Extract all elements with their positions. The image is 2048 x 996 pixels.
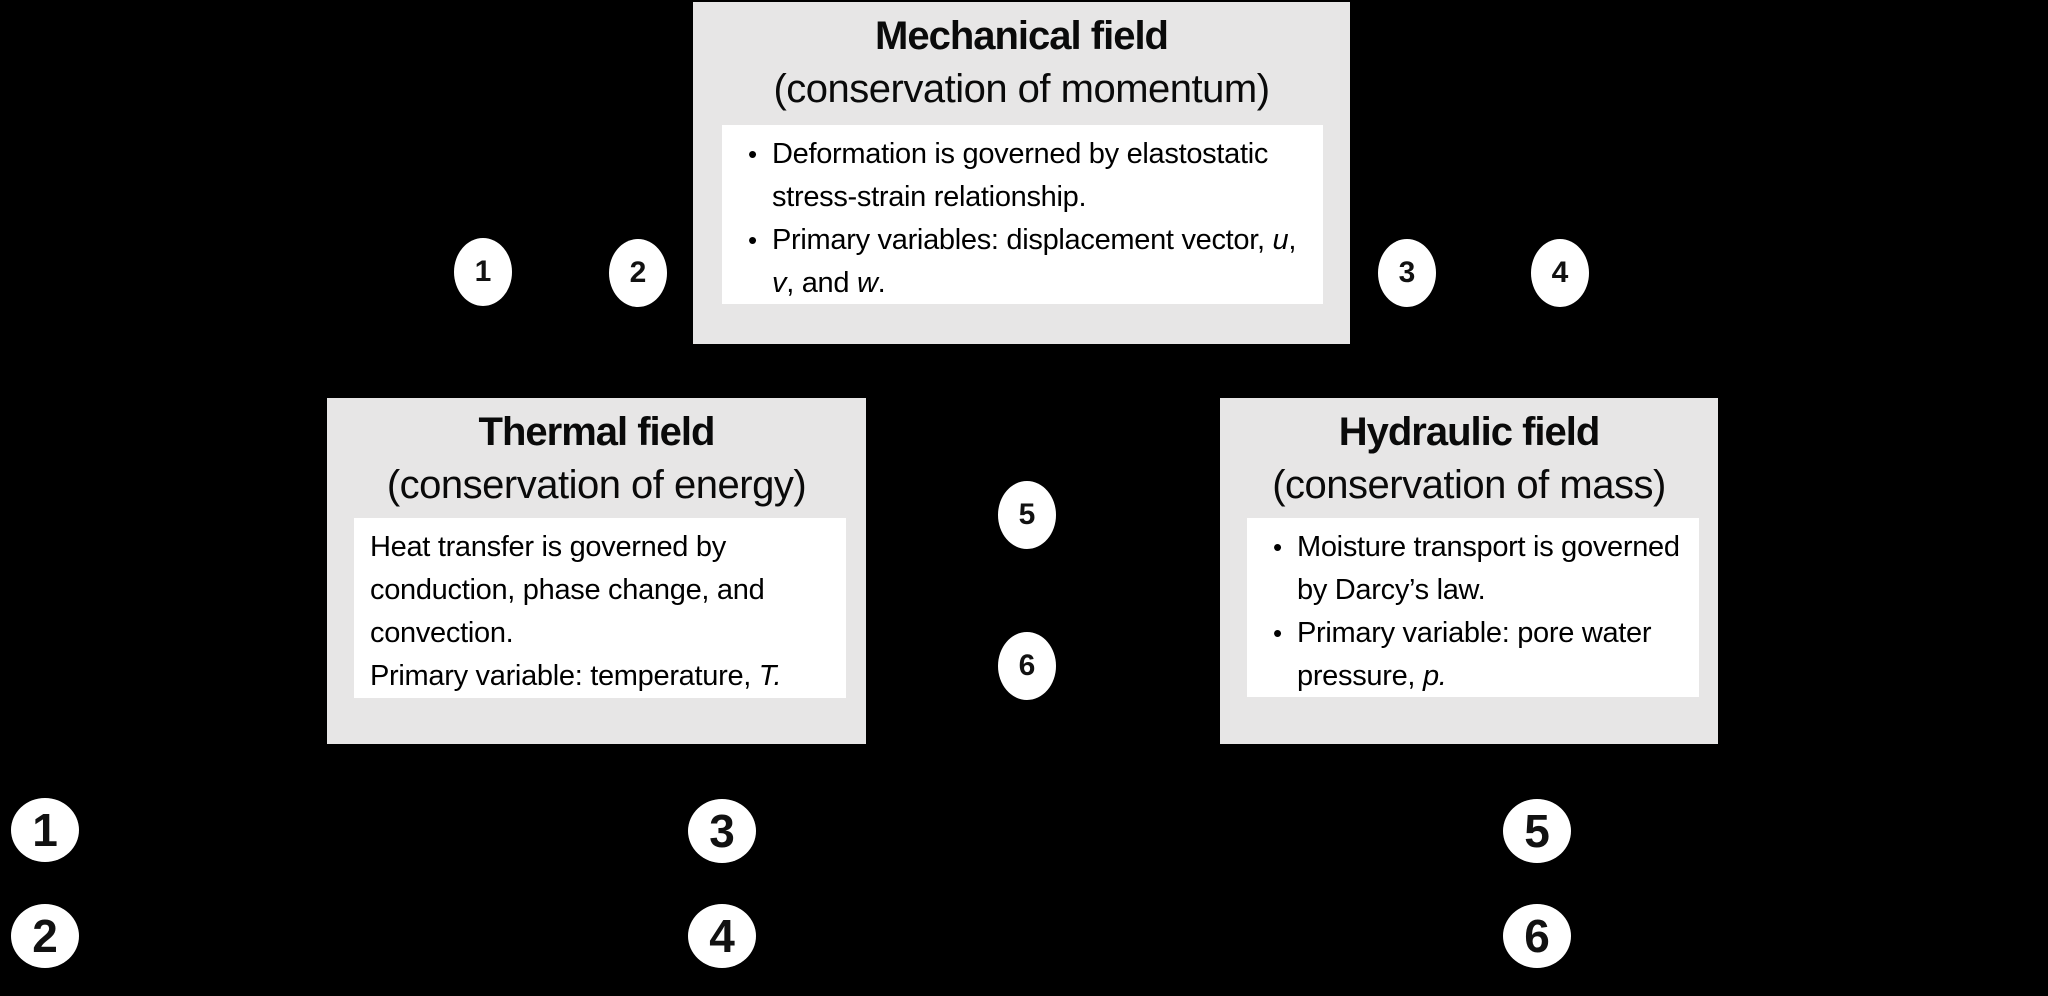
panel-title: Hydraulic field	[1338, 410, 1601, 454]
panel-subtitle: (conservation of energy)	[386, 463, 807, 507]
panel-title: Thermal field	[478, 410, 716, 454]
connector-marker-4: 4	[1531, 239, 1589, 307]
content-line: • Primary variables: displacement vector,…	[738, 219, 1317, 305]
content-line: Heat transfer is governed by conduction,…	[370, 526, 840, 655]
content-text: Deformation is governed by elastostatic …	[772, 138, 1269, 213]
content-text: Heat transfer is governed by conduction,…	[370, 531, 765, 649]
legend-marker-4: 4	[688, 904, 756, 968]
connector-marker-1: 1	[454, 238, 512, 306]
panel-title: Mechanical field	[875, 14, 1169, 58]
bullet-icon: •	[748, 225, 757, 255]
bullet-icon: •	[1273, 532, 1282, 562]
content-line: • Deformation is governed by elastostatic…	[738, 133, 1317, 219]
connector-marker-3: 3	[1378, 239, 1436, 307]
content-line: • Primary variable: pore water pressure, …	[1263, 612, 1693, 698]
connector-marker-6: 6	[998, 632, 1056, 700]
panel-subtitle: (conservation of momentum)	[773, 67, 1270, 111]
bullet-icon: •	[1273, 618, 1282, 648]
legend-marker-6: 6	[1503, 904, 1571, 968]
content-text: Moisture transport is governed by Darcy’…	[1297, 531, 1680, 606]
legend-marker-2: 2	[11, 904, 79, 968]
content-line: Primary variable: temperature, T.	[370, 655, 840, 698]
panel-thermal-field: Thermal field (conservation of energy) H…	[327, 398, 866, 744]
legend-marker-3: 3	[688, 799, 756, 863]
panel-mechanical-field: Mechanical field (conservation of moment…	[693, 2, 1350, 344]
content-text: Primary variable: pore water pressure, p…	[1297, 617, 1652, 692]
content-text: Primary variables: displacement vector, …	[772, 224, 1297, 299]
legend-marker-5: 5	[1503, 799, 1571, 863]
legend-marker-1: 1	[11, 798, 79, 862]
panel-subtitle: (conservation of mass)	[1272, 463, 1666, 507]
content-text: Primary variable: temperature, T.	[370, 660, 782, 692]
connector-marker-5: 5	[998, 481, 1056, 549]
content-line: • Moisture transport is governed by Darcy…	[1263, 526, 1693, 612]
panel-content: • Deformation is governed by elastostatic…	[722, 125, 1323, 304]
connector-marker-2: 2	[609, 239, 667, 307]
panel-content: Heat transfer is governed by conduction,…	[354, 518, 846, 698]
bullet-icon: •	[748, 139, 757, 169]
panel-hydraulic-field: Hydraulic field (conservation of mass) •…	[1220, 398, 1718, 744]
panel-content: • Moisture transport is governed by Darcy…	[1247, 518, 1699, 697]
